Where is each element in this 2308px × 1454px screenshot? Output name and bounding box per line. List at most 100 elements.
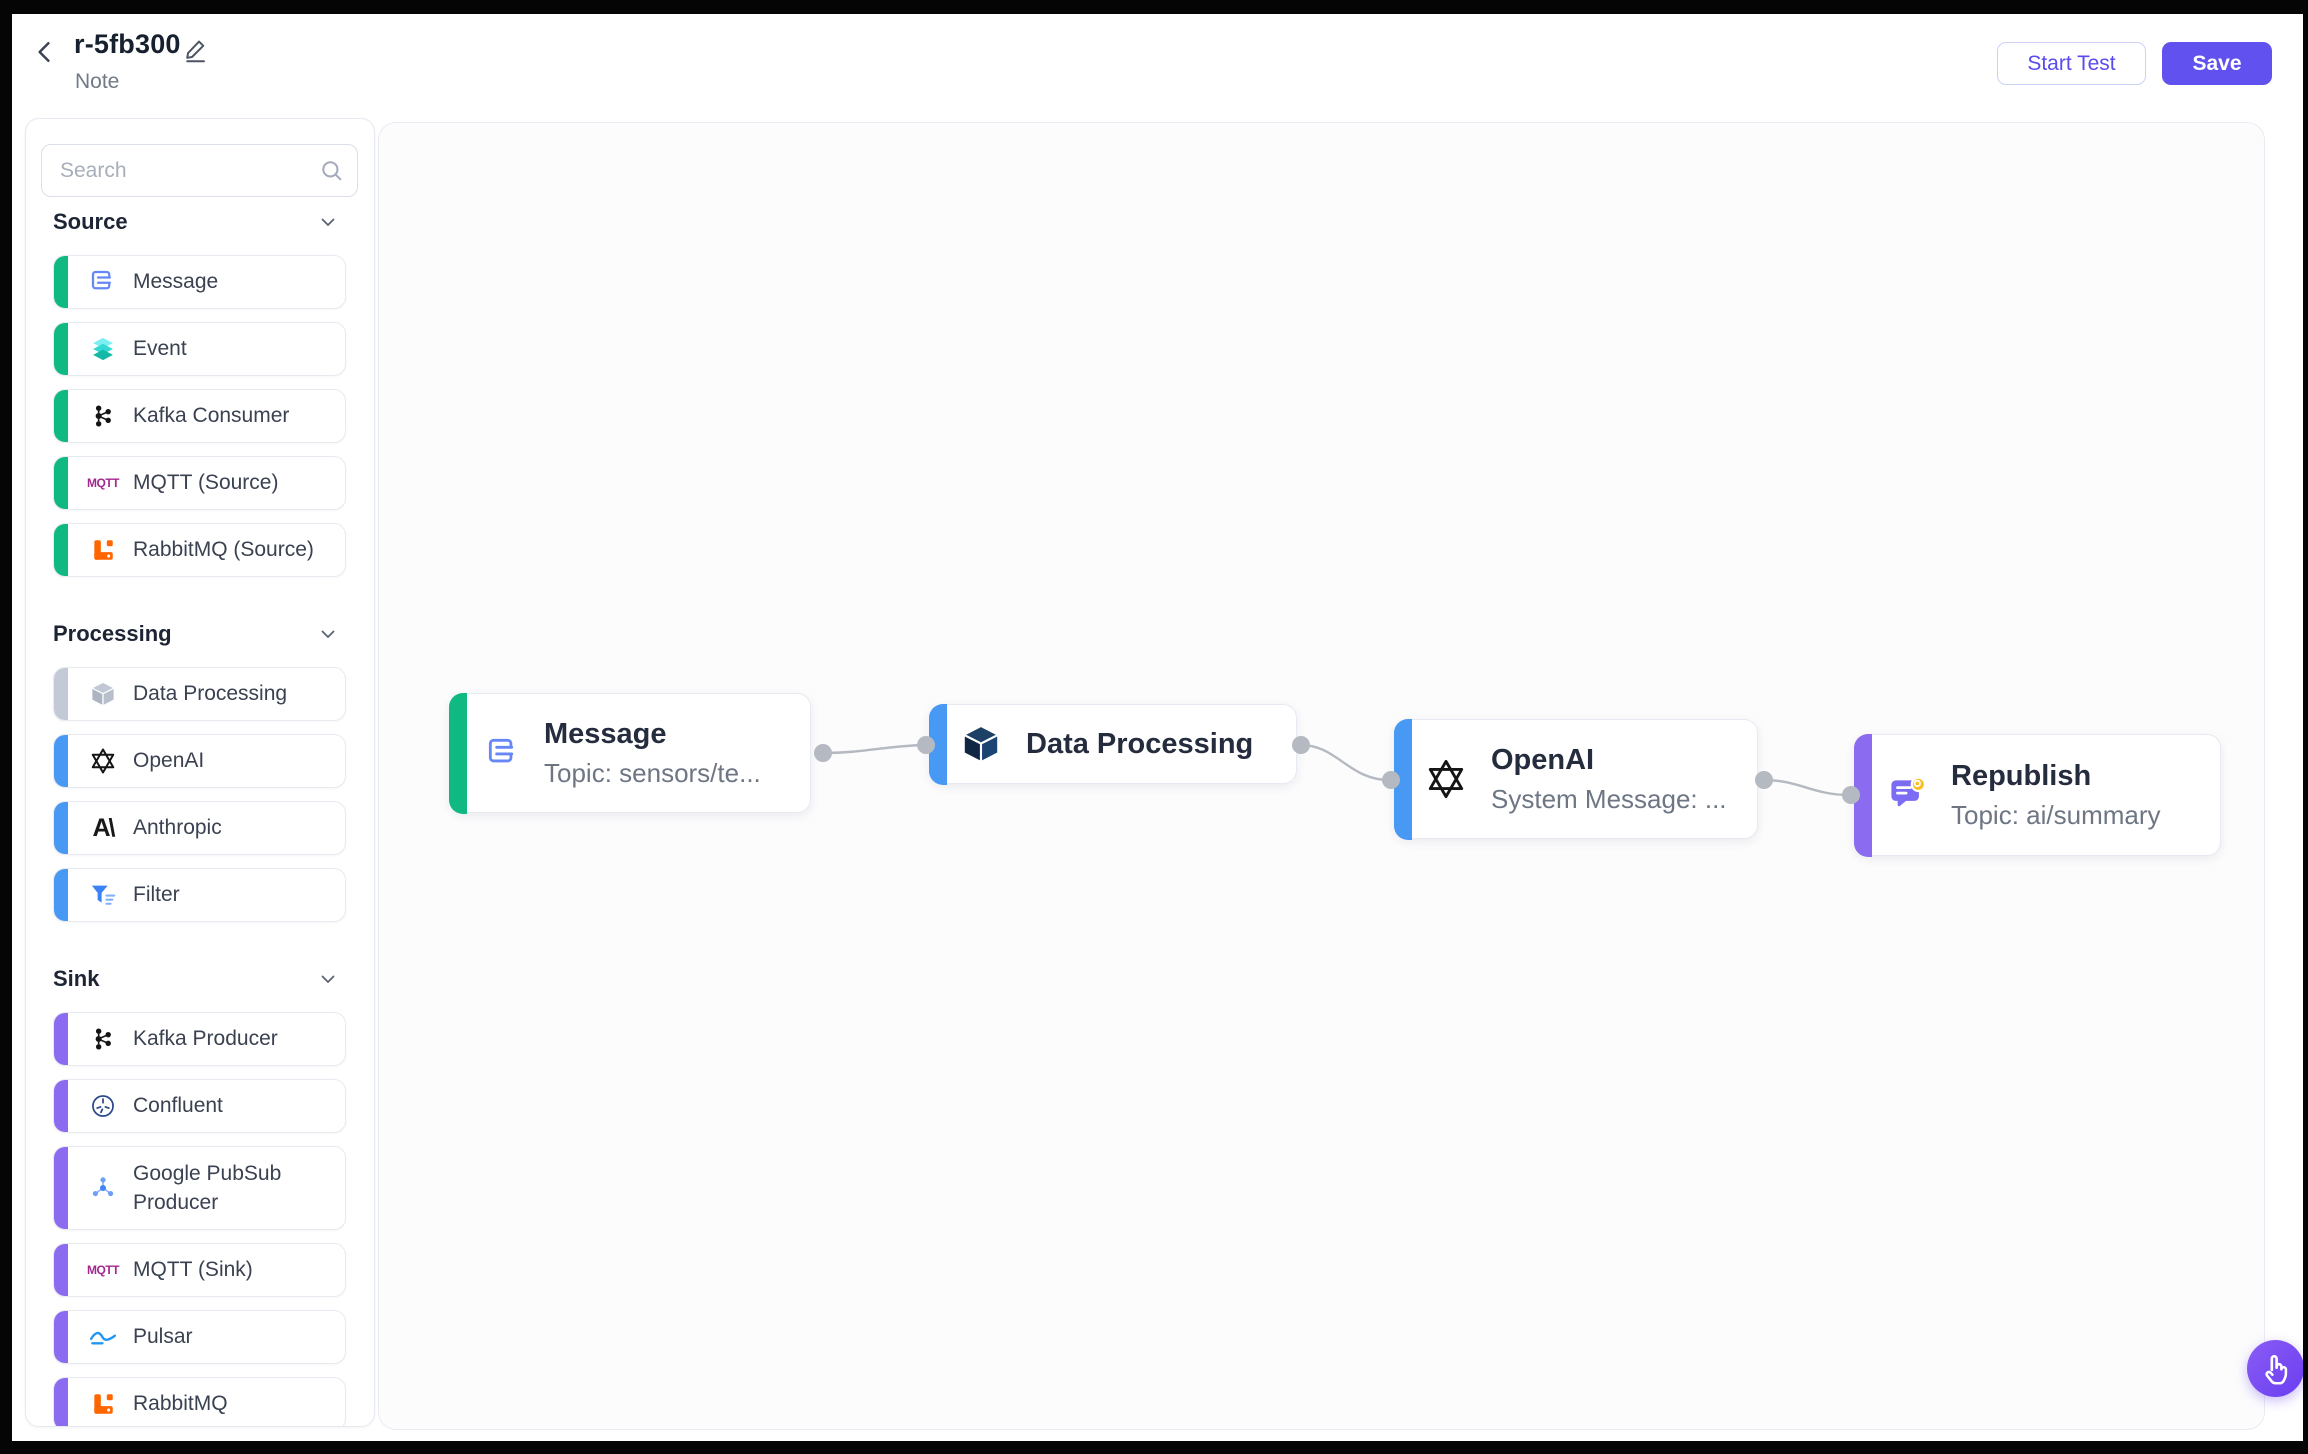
section-header-sink[interactable]: Sink [53,966,346,992]
cube-icon [88,679,118,709]
flow-edge[interactable] [822,743,925,755]
palette-item-data-processing[interactable]: Data Processing [53,667,346,721]
filter-icon [88,880,118,910]
node-subtitle: Topic: sensors/te... [544,757,761,788]
palette-item-confluent[interactable]: Confluent [53,1079,346,1133]
save-button[interactable]: Save [2162,42,2272,85]
header-note: Note [75,70,120,93]
item-accent-bar [54,1244,68,1296]
flow-node-message[interactable]: Message Topic: sensors/te... [448,692,811,814]
palette-item-google-pubsub-producer[interactable]: Google PubSub Producer [53,1146,346,1230]
chevron-left-icon [29,37,59,67]
hand-pointer-icon [2258,1351,2294,1387]
palette-item-label: Filter [133,883,180,907]
item-accent-bar [54,869,68,921]
palette-item-rabbitmq-source[interactable]: RabbitMQ (Source) [53,523,346,577]
pencil-icon [182,36,210,64]
node-output-handle[interactable] [1755,771,1773,789]
item-accent-bar [54,524,68,576]
palette-item-label: MQTT (Source) [133,471,279,495]
section-header-source[interactable]: Source [53,209,346,235]
section-label: Sink [53,966,100,991]
palette-item-label: Data Processing [133,682,288,706]
palette-item-kafka-producer[interactable]: Kafka Producer [53,1012,346,1066]
item-accent-bar [54,1311,68,1363]
interaction-mode-button[interactable] [2247,1340,2303,1397]
palette-item-label: Message [133,270,219,294]
back-button[interactable] [26,34,62,70]
app-window: r-5fb300 Note Start Test Save Source [12,14,2303,1441]
item-accent-bar [54,457,68,509]
start-test-button[interactable]: Start Test [1997,42,2146,85]
rabbitmq-icon [88,535,118,565]
palette-item-anthropic[interactable]: A\ Anthropic [53,801,346,855]
flow-edge[interactable] [1763,778,1850,797]
item-accent-bar [54,390,68,442]
palette-section-source: Source Message [53,209,346,577]
item-accent-bar [54,668,68,720]
node-title: Data Processing [1026,727,1254,760]
node-input-handle[interactable] [1382,771,1400,789]
palette-item-message[interactable]: Message [53,255,346,309]
item-accent-bar [54,256,68,308]
pubsub-icon [88,1173,118,1203]
item-accent-bar [54,1147,68,1229]
node-input-handle[interactable] [1842,786,1860,804]
palette-item-label: Kafka Producer [133,1027,278,1051]
palette-item-openai[interactable]: OpenAI [53,734,346,788]
palette-item-filter[interactable]: Filter [53,868,346,922]
section-label: Source [53,209,128,234]
event-layers-icon [88,334,118,364]
item-accent-bar [54,802,68,854]
kafka-icon [88,401,118,431]
node-output-handle[interactable] [814,744,832,762]
palette-item-mqtt-sink[interactable]: MQTT MQTT (Sink) [53,1243,346,1297]
node-title: Message [544,717,667,750]
openai-icon [88,746,118,776]
node-accent-bar [1393,718,1412,840]
flow-edge[interactable] [1300,743,1390,782]
section-header-processing[interactable]: Processing [53,621,346,647]
mqtt-logo-icon: MQTT [87,1263,120,1277]
item-accent-bar [54,1080,68,1132]
kafka-icon [88,1024,118,1054]
palette-item-label: Confluent [133,1094,223,1118]
palette-item-kafka-consumer[interactable]: Kafka Consumer [53,389,346,443]
node-accent-bar [448,692,467,814]
node-subtitle: System Message: ... [1491,783,1727,814]
search-input[interactable] [41,144,358,197]
palette-section-sink: Sink Kafka Producer [53,966,346,1426]
flow-canvas[interactable]: Message Topic: sensors/te... Data Proces… [378,122,2265,1430]
item-accent-bar [54,323,68,375]
node-accent-bar [928,703,947,785]
palette-item-event[interactable]: Event [53,322,346,376]
chevron-down-icon [316,622,340,646]
palette-section-processing: Processing Data Processing [53,621,346,922]
flow-node-openai[interactable]: OpenAI System Message: ... [1393,718,1758,840]
republish-icon [1885,773,1929,817]
palette-item-pulsar[interactable]: Pulsar [53,1310,346,1364]
node-output-handle[interactable] [1292,736,1310,754]
chevron-down-icon [316,210,340,234]
node-subtitle: Topic: ai/summary [1951,799,2161,830]
pulsar-icon [88,1322,118,1352]
node-title: Republish [1951,759,2092,792]
item-accent-bar [54,1378,68,1426]
node-input-handle[interactable] [917,736,935,754]
palette-item-label: OpenAI [133,749,205,773]
palette-item-rabbitmq[interactable]: RabbitMQ [53,1377,346,1426]
palette-item-mqtt-source[interactable]: MQTT MQTT (Source) [53,456,346,510]
item-accent-bar [54,735,68,787]
node-palette-sidebar: Source Message [25,118,375,1427]
palette-item-label: RabbitMQ (Source) [133,538,314,562]
flow-node-data-processing[interactable]: Data Processing [928,703,1297,785]
flow-node-republish[interactable]: Republish Topic: ai/summary [1853,733,2221,857]
chevron-down-icon [316,967,340,991]
node-title: OpenAI [1491,743,1595,776]
cube-icon [958,721,1004,767]
item-accent-bar [54,1013,68,1065]
palette-item-label: Google PubSub Producer [133,1161,282,1214]
edit-title-button[interactable] [179,33,213,67]
page-title: r-5fb300 [74,29,181,59]
confluent-icon [88,1091,118,1121]
